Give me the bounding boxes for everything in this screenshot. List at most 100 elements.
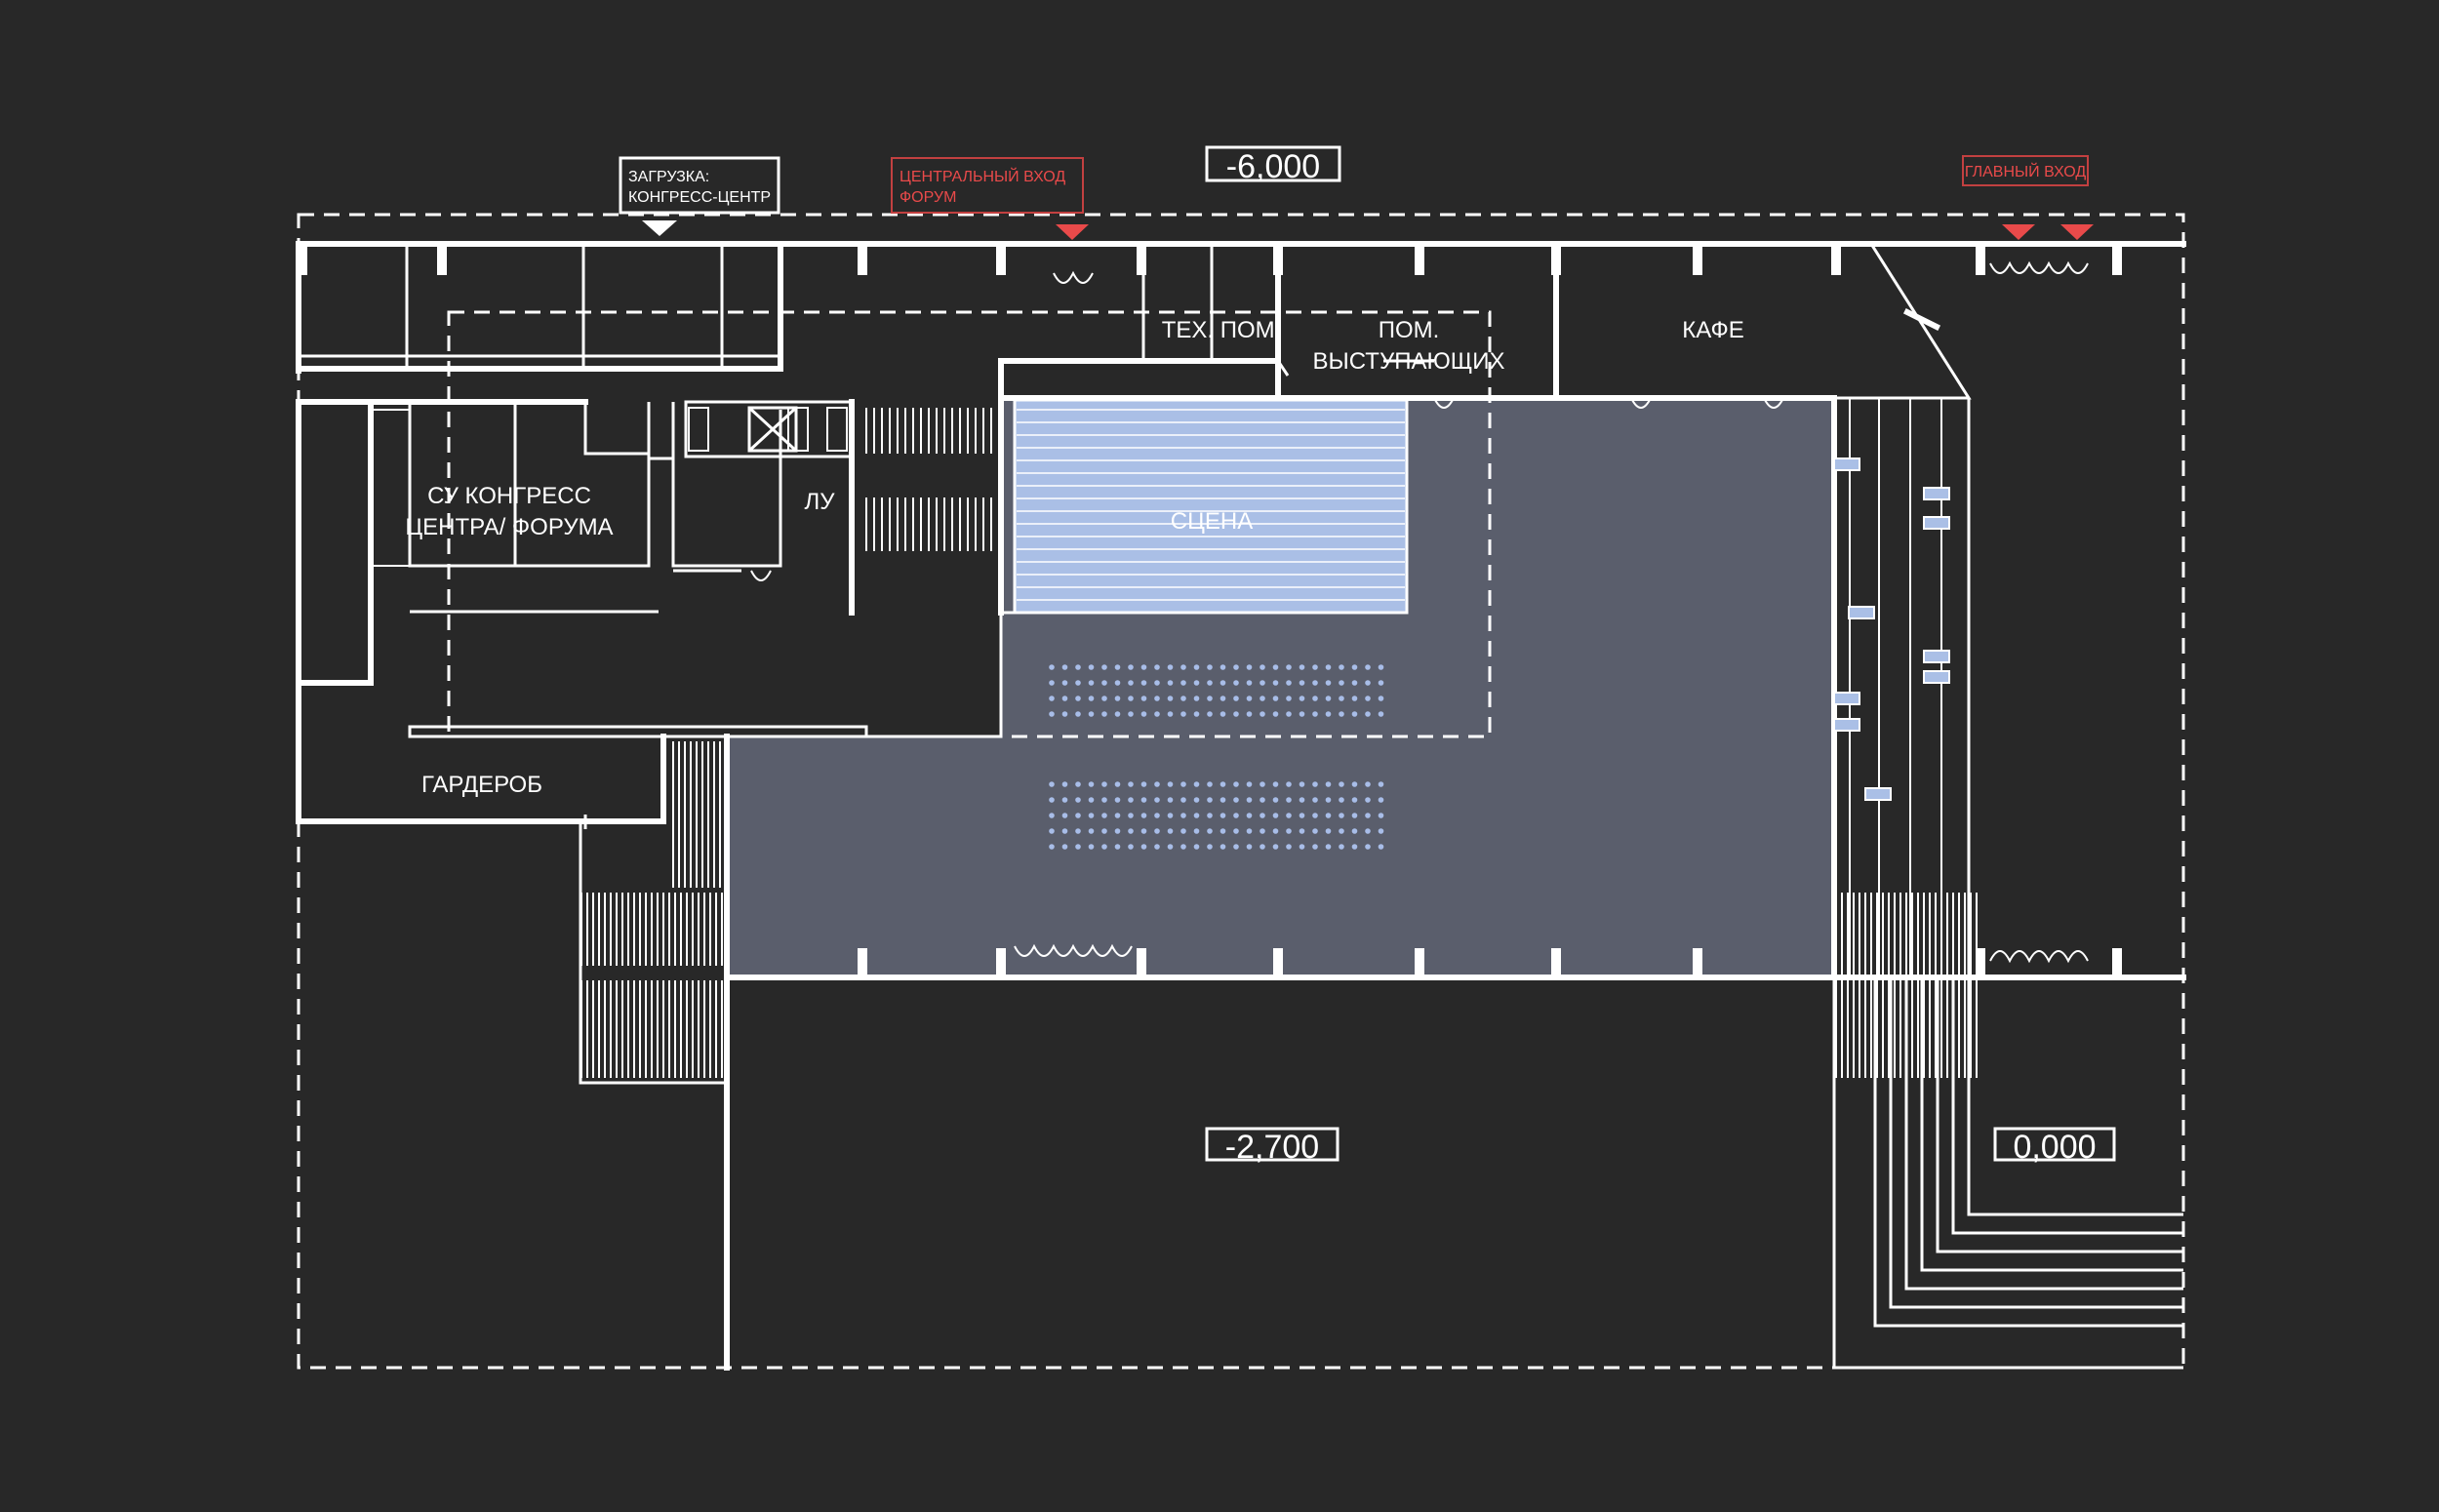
seat-dot <box>1259 813 1265 818</box>
seat-dot <box>1351 797 1358 803</box>
seat-dot <box>1075 828 1081 834</box>
seat-dot <box>1114 696 1121 701</box>
seat-dot <box>1299 828 1305 834</box>
seat-dot <box>1351 711 1358 717</box>
seat-dot <box>1299 711 1305 717</box>
seat-dot <box>1128 781 1134 787</box>
seat-dot <box>1101 844 1107 850</box>
seat-dot <box>1325 813 1332 818</box>
seat-dot <box>1351 680 1358 686</box>
speakers-room-label-line1: ПОМ. <box>1379 317 1440 343</box>
seat-dot <box>1049 664 1055 670</box>
seat-dot <box>1312 844 1318 850</box>
seat-dot <box>1075 664 1081 670</box>
seat-dot <box>1049 828 1055 834</box>
seat-dot <box>1193 844 1200 850</box>
seat-dot <box>1049 844 1055 850</box>
seat-dot <box>1049 680 1055 686</box>
seat-dot <box>1140 844 1147 850</box>
seat-dot <box>1180 664 1186 670</box>
seat-dot <box>1312 797 1318 803</box>
seat-dot <box>1061 828 1068 834</box>
seat-dot <box>1312 828 1318 834</box>
stage-rows <box>1017 409 1405 601</box>
seat-dot <box>1114 781 1121 787</box>
seat-dot <box>1286 680 1292 686</box>
seat-dot <box>1154 781 1160 787</box>
main-entrance-marker-1-icon <box>2002 224 2035 240</box>
seat-dot <box>1272 813 1279 818</box>
seat-dot <box>1193 813 1200 818</box>
seat-dot <box>1286 828 1292 834</box>
seat-dot <box>1140 711 1147 717</box>
seating-dots <box>1049 664 1384 850</box>
seat-dot <box>1075 680 1081 686</box>
seat-dot <box>1378 813 1384 818</box>
seat-dot <box>1167 781 1174 787</box>
seat-dot <box>1312 813 1318 818</box>
seat-dot <box>1193 664 1200 670</box>
lu-label: ЛУ <box>805 489 836 515</box>
seat-dot <box>1220 813 1226 818</box>
seat-dot <box>1167 664 1174 670</box>
seat-dot <box>1167 797 1174 803</box>
seat-dot <box>1061 664 1068 670</box>
seat-dot <box>1286 664 1292 670</box>
seat-dot <box>1180 781 1186 787</box>
seat-dot <box>1378 844 1384 850</box>
seat-dot <box>1259 680 1265 686</box>
seat-dot <box>1365 711 1371 717</box>
su-label-line2: ЦЕНТРА/ ФОРУМА <box>405 514 613 540</box>
seat-dot <box>1220 844 1226 850</box>
seat-dot <box>1272 781 1279 787</box>
seat-dot <box>1299 813 1305 818</box>
seat-dot <box>1339 680 1344 686</box>
seat-dot <box>1378 828 1384 834</box>
seat-dot <box>1088 828 1095 834</box>
seat-dot <box>1220 781 1226 787</box>
seat-dot <box>1259 844 1265 850</box>
seat-dot <box>1207 828 1213 834</box>
seat-dot <box>1378 797 1384 803</box>
entrance-markers <box>642 220 2094 240</box>
seat-dot <box>1101 664 1107 670</box>
seat-dot <box>1049 797 1055 803</box>
seat-dot <box>1154 664 1160 670</box>
seat-dot <box>1351 828 1358 834</box>
seat-dot <box>1140 680 1147 686</box>
seat-dot <box>1061 680 1068 686</box>
seat-dot <box>1272 844 1279 850</box>
seat-dot <box>1061 813 1068 818</box>
seat-dot <box>1365 781 1371 787</box>
seat-dot <box>1325 781 1332 787</box>
seat-dot <box>1246 797 1253 803</box>
seat-dot <box>1128 664 1134 670</box>
seat-dot <box>1180 696 1186 701</box>
seat-dot <box>1114 711 1121 717</box>
seat-dot <box>1128 680 1134 686</box>
seat-dot <box>1351 844 1358 850</box>
seat-dot <box>1101 797 1107 803</box>
seat-dot <box>1167 813 1174 818</box>
speakers-room-label-line2: ВЫСТУПАЮЩИХ <box>1313 348 1505 375</box>
seat-dot <box>1339 664 1344 670</box>
seat-dot <box>1088 680 1095 686</box>
seat-dot <box>1246 664 1253 670</box>
loading-tag-line2: КОНГРЕСС-ЦЕНТР <box>628 189 771 206</box>
seat-dot <box>1140 781 1147 787</box>
seat-dot <box>1312 696 1318 701</box>
cafe-label: КАФЕ <box>1682 317 1743 343</box>
seat-dot <box>1140 813 1147 818</box>
seat-dot <box>1272 664 1279 670</box>
seat-dot <box>1220 664 1226 670</box>
seat-dot <box>1299 781 1305 787</box>
seat-dot <box>1378 664 1384 670</box>
seat-dot <box>1325 696 1332 701</box>
seat-dot <box>1246 828 1253 834</box>
seat-dot <box>1220 680 1226 686</box>
seat-dot <box>1339 844 1344 850</box>
walls <box>296 241 2186 1371</box>
seat-dot <box>1154 711 1160 717</box>
seat-dot <box>1259 781 1265 787</box>
seat-dot <box>1272 797 1279 803</box>
